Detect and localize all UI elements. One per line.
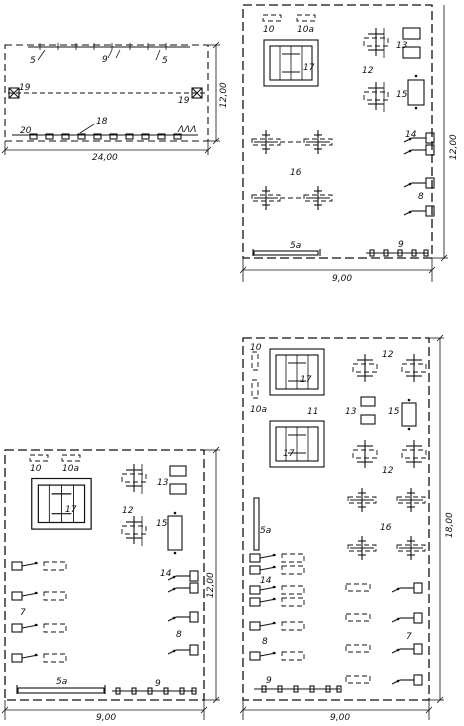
machine-icon [167, 611, 199, 623]
machine-icon [249, 585, 305, 595]
plan4-label-15: 15 [388, 407, 400, 417]
plan1-label-20: 20 [20, 126, 32, 136]
plan4-label-14: 14 [260, 576, 272, 586]
plan4-height-value: 18,00 [445, 512, 455, 538]
machine-icon [249, 565, 305, 575]
workbench-icon [303, 129, 333, 155]
plan2-label-10: 10 [263, 25, 275, 35]
plan4-width-value: 9,00 [330, 713, 350, 723]
plan2-label-16: 16 [290, 168, 302, 178]
plan2-label-5a: 5a [290, 241, 301, 251]
plan3-label-8: 8 [176, 630, 182, 640]
machine-icon [403, 144, 435, 156]
plan3-label-13: 13 [157, 478, 169, 488]
plan2-height-value: 12,00 [449, 134, 459, 160]
machine-icon [403, 177, 435, 189]
plan4-outline [242, 337, 430, 701]
plan2-label-15: 15 [396, 90, 408, 100]
machine-icon [11, 591, 67, 601]
plan3-label-10a: 10a [62, 464, 79, 474]
plan3-label-17: 17 [65, 505, 77, 515]
plan1-label-19b: 19 [178, 96, 190, 106]
plan2-label-14: 14 [405, 130, 417, 140]
plan3-label-9: 9 [155, 679, 161, 689]
workbench-icon [396, 535, 426, 561]
plan2-label-8: 8 [418, 192, 424, 202]
machine-icon [167, 582, 199, 594]
plan3-label-5a: 5a [56, 677, 67, 687]
plan1-label-5a: 5 [30, 56, 36, 66]
machine-icon [391, 674, 423, 686]
plan2-label-12: 12 [362, 66, 374, 76]
workbench-icon [251, 129, 281, 155]
machine-icon [249, 597, 305, 607]
press-icon [401, 439, 427, 469]
plan2-width-value: 9,00 [332, 274, 352, 284]
machine-icon [391, 643, 423, 655]
plan4-label-7: 7 [406, 632, 412, 642]
plan3-label-12: 12 [122, 506, 134, 516]
machine-icon [249, 621, 305, 631]
workbench-icon [251, 185, 281, 211]
booth-icon [269, 420, 325, 468]
machine-icon [11, 561, 67, 571]
plan4-label-11: 11 [307, 407, 318, 417]
plan2-label-17: 17 [303, 63, 315, 73]
machine-icon [11, 623, 67, 633]
plan3-label-10: 10 [30, 464, 42, 474]
plan2-label-9: 9 [398, 240, 404, 250]
machine-icon [167, 644, 199, 656]
plan4-label-5a: 5a [260, 526, 271, 536]
plan4-label-12a: 12 [382, 350, 394, 360]
press-icon [401, 353, 427, 383]
plan1-outline [4, 44, 209, 142]
workbench-icon [347, 535, 377, 561]
plan4-label-16: 16 [380, 523, 392, 533]
machine-icon [11, 653, 67, 663]
plan1-width-value: 24,00 [92, 153, 118, 163]
plan4-label-13: 13 [345, 407, 357, 417]
plan1-label-5b: 5 [162, 56, 168, 66]
plan-hall-overview: 5 9 5 19 19 18 20 ΛΛΛ 24,00 12,00 [1, 41, 229, 163]
plan4-label-17b: 17 [283, 449, 295, 459]
plan4-label-10: 10 [250, 343, 262, 353]
plan4-label-17a: 17 [300, 375, 312, 385]
plan-variant-b: 10 10a 17 12 13 15 7 14 8 5a 9 [1, 446, 220, 723]
plan2-outline [242, 4, 433, 259]
svg-text:ΛΛΛ: ΛΛΛ [177, 125, 196, 135]
machine-icon [249, 651, 305, 661]
plan4-label-10a: 10a [250, 405, 267, 415]
press-icon [352, 353, 378, 383]
workbench-icon [347, 487, 377, 513]
plan1-label-9: 9 [102, 55, 108, 65]
machine-icon [249, 553, 305, 563]
machine-icon [403, 205, 435, 217]
plan2-label-10a: 10a [297, 25, 314, 35]
plan1-label-19a: 19 [19, 83, 31, 93]
plan4-label-9: 9 [266, 676, 272, 686]
plan3-label-7: 7 [20, 608, 26, 618]
plan1-label-18: 18 [96, 117, 108, 127]
press-icon [352, 439, 378, 469]
plan4-label-8: 8 [262, 637, 268, 647]
plan2-label-13: 13 [396, 41, 408, 51]
booth-icon [31, 477, 92, 530]
plan3-width-value: 9,00 [96, 713, 116, 723]
plan3-height-value: 12,00 [206, 572, 216, 598]
workbench-icon [303, 185, 333, 211]
plan4-label-12b: 12 [382, 466, 394, 476]
plan-variant-a: 10 10a 17 12 13 15 16 14 8 [239, 4, 459, 284]
plan1-height-value: 12,00 [219, 82, 229, 108]
plan-variant-c: 10 10a 17 17 11 12 12 13 15 16 5a [239, 334, 455, 723]
machine-icon [391, 582, 423, 594]
booth-icon [269, 348, 325, 396]
plan3-label-15: 15 [156, 519, 168, 529]
machine-icon [167, 570, 199, 582]
plan3-label-14: 14 [160, 569, 172, 579]
plan3-outline [4, 449, 205, 701]
workbench-icon [396, 487, 426, 513]
machine-icon [391, 612, 423, 624]
